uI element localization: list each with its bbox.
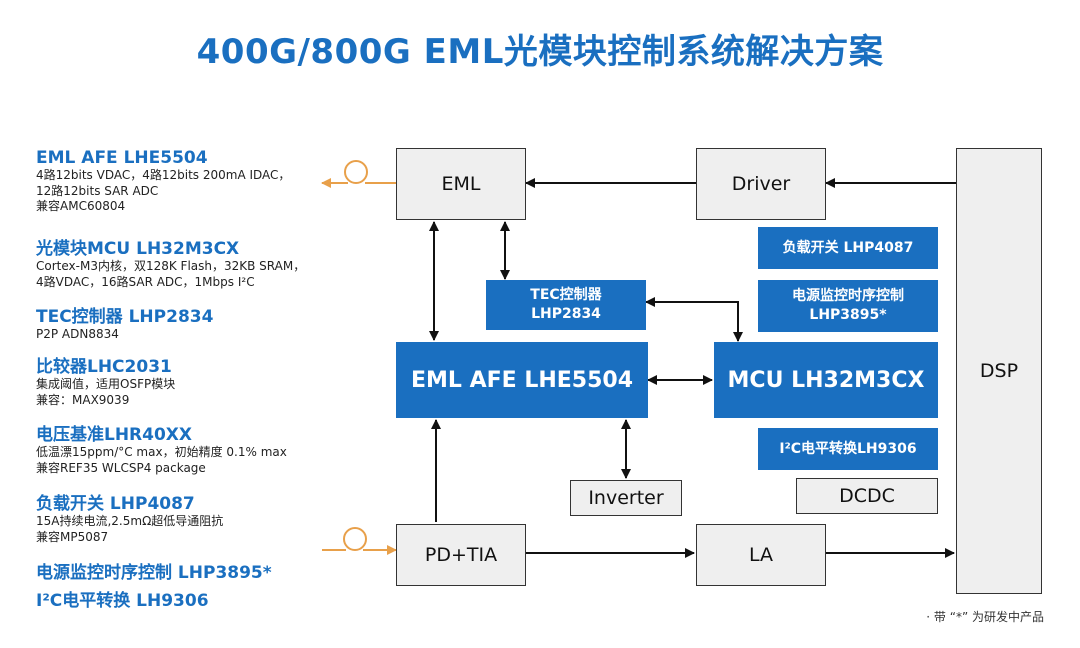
spec-desc-line: Cortex-M3内核，双128K Flash，32KB SRAM， — [36, 259, 306, 273]
spec-title: 负载开关 LHP4087 — [36, 494, 195, 514]
load-switch-block: 负载开关 LHP4087 — [758, 227, 938, 269]
dcdc-block: DCDC — [796, 478, 938, 514]
driver-block: Driver — [696, 148, 826, 220]
spec-desc-line: 兼容REF35 WLCSP4 package — [36, 460, 206, 475]
i2c-level-shifter-block: I²C电平转换LH9306 — [758, 428, 938, 470]
spec-desc-line: 集成阈值，适用OSFP模块 — [36, 377, 176, 391]
psm-line1: 电源监控时序控制 — [792, 288, 904, 304]
spec-title: 光模块MCU LH32M3CX — [36, 239, 240, 259]
spec-desc-line: 兼容：MAX9039 — [36, 392, 130, 407]
spec-item-eml-afe: EML AFE LHE5504 4路12bits VDAC，4路12bits 2… — [36, 148, 290, 215]
spec-item-comparator: 比较器LHC2031 集成阈值，适用OSFP模块 兼容：MAX9039 — [36, 352, 175, 408]
pdtia-block: PD+TIA — [396, 524, 526, 586]
spec-item-vref: 电压基准LHR40XX 低温漂15ppm/°C max，初始精度 0.1% ma… — [36, 420, 287, 476]
fiber-out-icon — [321, 160, 396, 188]
mcu-block: MCU LH32M3CX — [714, 342, 938, 418]
spec-title: I²C电平转换 LH9306 — [36, 591, 209, 611]
spec-desc-line: 12路12bits SAR ADC — [36, 183, 159, 198]
footnote: · 带 “*” 为研发中产品 — [926, 610, 1044, 624]
tec-line1: TEC控制器 — [530, 287, 602, 303]
tec-line2: LHP2834 — [531, 306, 601, 322]
spec-title: 电源监控时序控制 LHP3895* — [36, 563, 272, 583]
spec-desc-line: 兼容AMC60804 — [36, 199, 126, 213]
spec-desc-line: 兼容MP5087 — [36, 529, 109, 544]
tec-controller-block: TEC控制器 LHP2834 — [486, 280, 646, 330]
spec-item-power-monitor: 电源监控时序控制 LHP3895* — [36, 558, 272, 583]
page-title: 400G/800G EML光模块控制系统解决方案 — [196, 32, 884, 72]
spec-title: 电压基准LHR40XX — [36, 425, 193, 445]
spec-item-tec: TEC控制器 LHP2834 P2P ADN8834 — [36, 302, 213, 343]
dsp-block: DSP — [956, 148, 1042, 594]
afe-block: EML AFE LHE5504 — [396, 342, 648, 418]
spec-item-load-switch: 负载开关 LHP4087 15A持续电流,2.5mΩ超低导通阻抗 兼容MP508… — [36, 489, 223, 545]
spec-desc-line: 低温漂15ppm/°C max，初始精度 0.1% max — [36, 445, 287, 459]
spec-item-i2c: I²C电平转换 LH9306 — [36, 586, 209, 611]
spec-desc-line: 15A持续电流,2.5mΩ超低导通阻抗 — [36, 514, 224, 528]
spec-desc-line: P2P ADN8834 — [36, 327, 119, 341]
psm-line2: LHP3895* — [809, 307, 887, 323]
power-monitor-block: 电源监控时序控制 LHP3895* — [758, 280, 938, 332]
la-block: LA — [696, 524, 826, 586]
spec-desc-line: 4路12bits VDAC，4路12bits 200mA IDAC， — [36, 168, 291, 182]
spec-desc-line: 4路VDAC，16路SAR ADC，1Mbps I²C — [36, 274, 255, 289]
spec-item-mcu: 光模块MCU LH32M3CX Cortex-M3内核，双128K Flash，… — [36, 234, 305, 290]
fiber-in-icon — [322, 527, 397, 555]
arrow-tec-mcu — [645, 297, 743, 342]
spec-title: EML AFE LHE5504 — [36, 148, 208, 168]
spec-title: 比较器LHC2031 — [36, 357, 172, 377]
eml-block: EML — [396, 148, 526, 220]
inverter-block: Inverter — [570, 480, 682, 516]
spec-title: TEC控制器 LHP2834 — [36, 307, 214, 327]
